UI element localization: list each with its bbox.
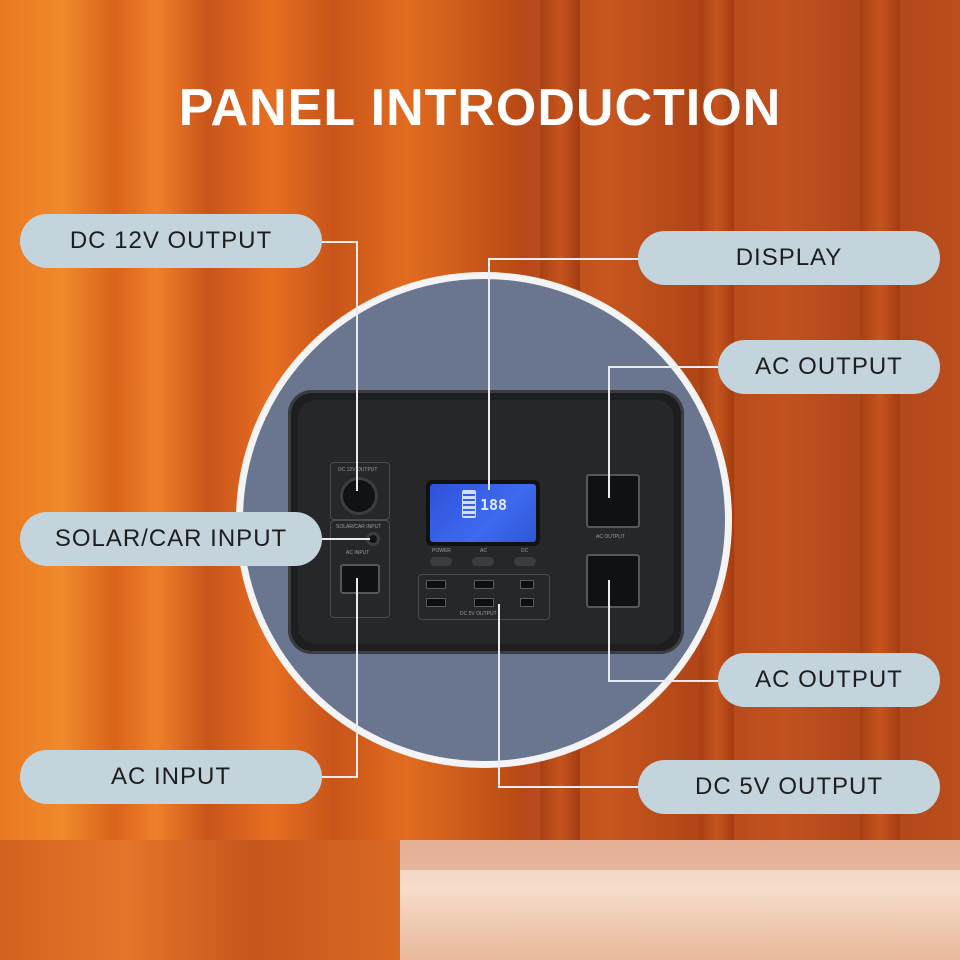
dc-button[interactable]: [514, 557, 536, 566]
label-dc5v-output: DC 5V OUTPUT: [638, 760, 940, 814]
battery-icon: [462, 490, 476, 518]
connector-line: [322, 538, 370, 540]
usb-port: [474, 598, 494, 607]
label-ac-output-bottom: AC OUTPUT: [718, 653, 940, 707]
dc12v-socket: [340, 477, 378, 515]
connector-line: [608, 580, 610, 682]
lcd-screen: 188: [430, 484, 536, 542]
connector-line: [608, 366, 610, 498]
usb-port-box: [418, 574, 550, 620]
power-button-label: POWER: [432, 548, 451, 554]
ac-input-tag: AC INPUT: [346, 550, 370, 556]
dc5v-tag: DC 5V OUTPUT: [460, 611, 497, 617]
connector-line: [322, 776, 358, 778]
label-dc12v-output: DC 12V OUTPUT: [20, 214, 322, 268]
label-solar-car-input: SOLAR/CAR INPUT: [20, 512, 322, 566]
label-ac-output-top: AC OUTPUT: [718, 340, 940, 394]
usb-c-port: [520, 598, 534, 607]
connector-line: [498, 604, 500, 788]
dc12v-port-box: [330, 462, 390, 520]
solar-tag: SOLAR/CAR INPUT: [336, 524, 382, 530]
ac-input-socket: [340, 564, 380, 594]
usb-c-port: [520, 580, 534, 589]
connector-line: [322, 241, 358, 243]
label-ac-input: AC INPUT: [20, 750, 322, 804]
dc-button-label: DC: [521, 548, 529, 554]
usb-port: [426, 598, 446, 607]
connector-line: [488, 258, 638, 260]
connector-line: [498, 786, 638, 788]
connector-line: [608, 366, 718, 368]
connector-line: [356, 241, 358, 491]
ac-button-label: AC: [480, 548, 487, 554]
page-title: PANEL INTRODUCTION: [178, 79, 782, 137]
connector-line: [608, 680, 718, 682]
connector-line: [488, 258, 490, 490]
power-button[interactable]: [430, 557, 452, 566]
ac-button[interactable]: [472, 557, 494, 566]
floor-shadow: [400, 840, 960, 870]
ac-output-tag: AC OUTPUT: [596, 534, 625, 540]
ac-output-socket-bottom: [586, 554, 640, 608]
curtain-base: [0, 840, 420, 960]
usb-port: [474, 580, 494, 589]
lcd-value: 188: [480, 496, 508, 514]
lcd-display: 188: [426, 480, 540, 546]
floor: [400, 840, 960, 960]
label-display: DISPLAY: [638, 231, 940, 285]
pillar: [860, 0, 900, 860]
connector-line: [356, 578, 358, 778]
ac-output-socket-top: [586, 474, 640, 528]
usb-port: [426, 580, 446, 589]
input-port-box: [330, 520, 390, 618]
